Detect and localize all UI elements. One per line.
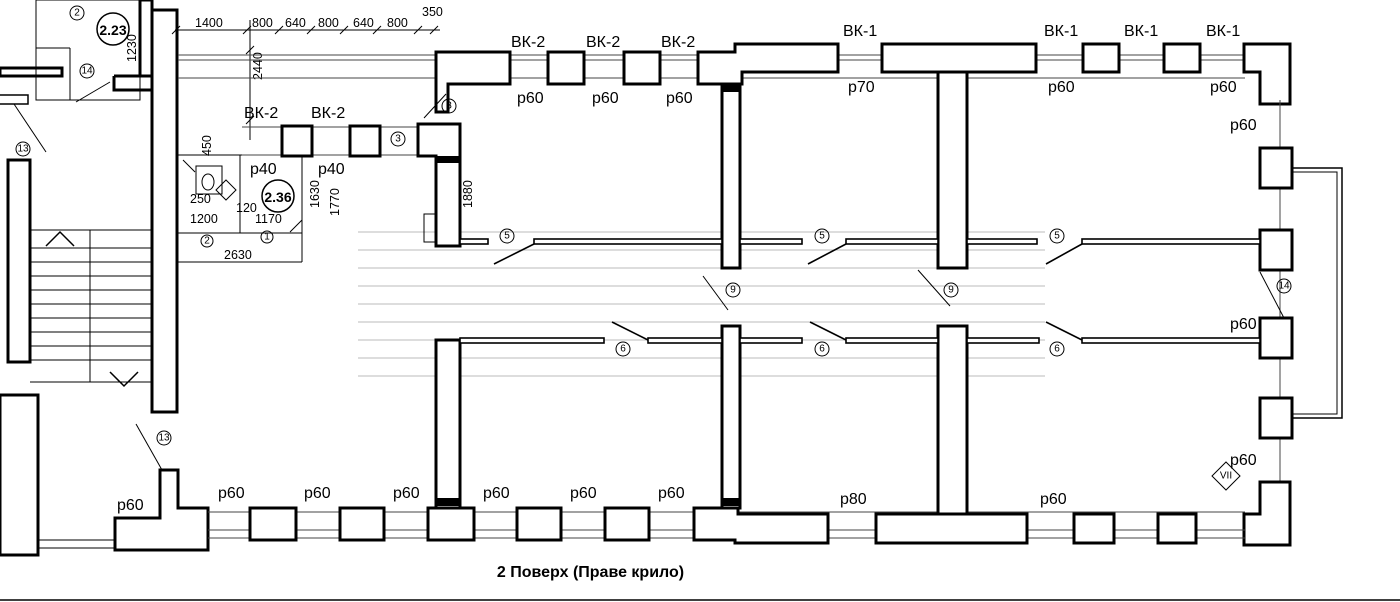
stair-steps xyxy=(30,229,152,388)
opening-bottom-3: р60 xyxy=(304,485,331,502)
bk-label-9: ВК-2 xyxy=(311,105,345,122)
dim-top-5: 640 xyxy=(353,16,374,30)
bk-label-7: ВК-1 xyxy=(1206,23,1240,40)
bk-label-4: ВК-1 xyxy=(843,23,877,40)
callout-14b: 14 xyxy=(1278,281,1290,292)
dim-wc-250: 250 xyxy=(190,192,211,206)
door-swings xyxy=(493,243,1083,341)
opening-right-3: р60 xyxy=(1230,452,1257,469)
callout-13a: 13 xyxy=(17,144,29,155)
opening-top-5: р60 xyxy=(1048,79,1075,96)
room-number-2-36: 2.36 xyxy=(264,189,291,205)
dim-top-6: 800 xyxy=(387,16,408,30)
dim-wc-1170: 1170 xyxy=(255,212,282,226)
dim-top-1: 1400 xyxy=(195,16,223,30)
opening-bottom-9: р60 xyxy=(1040,491,1067,508)
top-wall xyxy=(178,42,1292,270)
marker-vii: VII xyxy=(1220,471,1232,482)
wc-block xyxy=(175,154,303,263)
callout-9b: 9 xyxy=(948,285,954,296)
opening-top-1: р60 xyxy=(517,90,544,107)
bk-label-1: ВК-2 xyxy=(511,34,545,51)
opening-right-2: р60 xyxy=(1230,316,1257,333)
corridor-partitions xyxy=(459,238,1261,344)
room-number-2-23: 2.23 xyxy=(99,22,126,38)
callout-14a: 14 xyxy=(81,66,93,77)
callout-6a: 6 xyxy=(620,344,626,355)
dim-vertical-1770: 1770 xyxy=(328,188,342,216)
opening-bottom-8: р80 xyxy=(840,491,867,508)
dim-top-7: 350 xyxy=(422,5,443,19)
opening-top-3: р60 xyxy=(666,90,693,107)
callout-leaders xyxy=(13,81,1285,471)
callout-3b: 3 xyxy=(395,134,401,145)
dim-wc-120: 120 xyxy=(236,201,257,215)
bk-label-3: ВК-2 xyxy=(661,34,695,51)
top-dimension-chain xyxy=(171,20,440,140)
bk-label-6: ВК-1 xyxy=(1124,23,1158,40)
left-stair-block xyxy=(0,0,210,557)
callout-2a: 2 xyxy=(74,8,80,19)
callout-2b: 2 xyxy=(204,236,210,247)
opening-right-1: р60 xyxy=(1230,117,1257,134)
dim-vertical-1880: 1880 xyxy=(461,180,475,208)
dim-vertical-1230: 1230 xyxy=(125,34,139,62)
bk-label-2: ВК-2 xyxy=(586,34,620,51)
opening-top-6: р60 xyxy=(1210,79,1237,96)
callout-9a: 9 xyxy=(730,285,736,296)
opening-top-2: р60 xyxy=(592,90,619,107)
callout-3a: 3 xyxy=(446,101,452,112)
opening-wc-1: р40 xyxy=(250,161,277,178)
bottom-wall xyxy=(208,324,1245,545)
bk-label-5: ВК-1 xyxy=(1044,23,1078,40)
upper-inner-wall xyxy=(242,122,462,248)
dim-wc-2630: 2630 xyxy=(224,248,252,262)
opening-bottom-4: р60 xyxy=(393,485,420,502)
opening-bottom-1: р60 xyxy=(117,497,144,514)
opening-bottom-5: р60 xyxy=(483,485,510,502)
dim-top-4: 800 xyxy=(318,16,339,30)
opening-bottom-2: р60 xyxy=(218,485,245,502)
dim-top-3: 640 xyxy=(285,16,306,30)
floor-caption: 2 Поверх (Праве крило) xyxy=(496,564,685,581)
callout-6c: 6 xyxy=(1054,344,1060,355)
callout-13b: 13 xyxy=(158,433,170,444)
dim-vertical-1630: 1630 xyxy=(308,180,322,208)
dim-wc-1200: 1200 xyxy=(190,212,218,226)
opening-bottom-7: р60 xyxy=(658,485,685,502)
callout-5c: 5 xyxy=(1054,231,1060,242)
callout-5a: 5 xyxy=(504,231,510,242)
callout-6b: 6 xyxy=(819,344,825,355)
callout-1a: 1 xyxy=(264,232,270,243)
callout-5b: 5 xyxy=(819,231,825,242)
right-wall xyxy=(1242,100,1343,547)
opening-bottom-6: р60 xyxy=(570,485,597,502)
dim-vertical-2440: 2440 xyxy=(251,52,265,80)
opening-wc-2: р40 xyxy=(318,161,345,178)
callout-circles xyxy=(15,5,1292,446)
opening-top-4: р70 xyxy=(848,79,875,96)
dim-vertical-450: 450 xyxy=(200,135,214,156)
bk-label-8: ВК-2 xyxy=(244,105,278,122)
dim-top-2: 800 xyxy=(252,16,273,30)
